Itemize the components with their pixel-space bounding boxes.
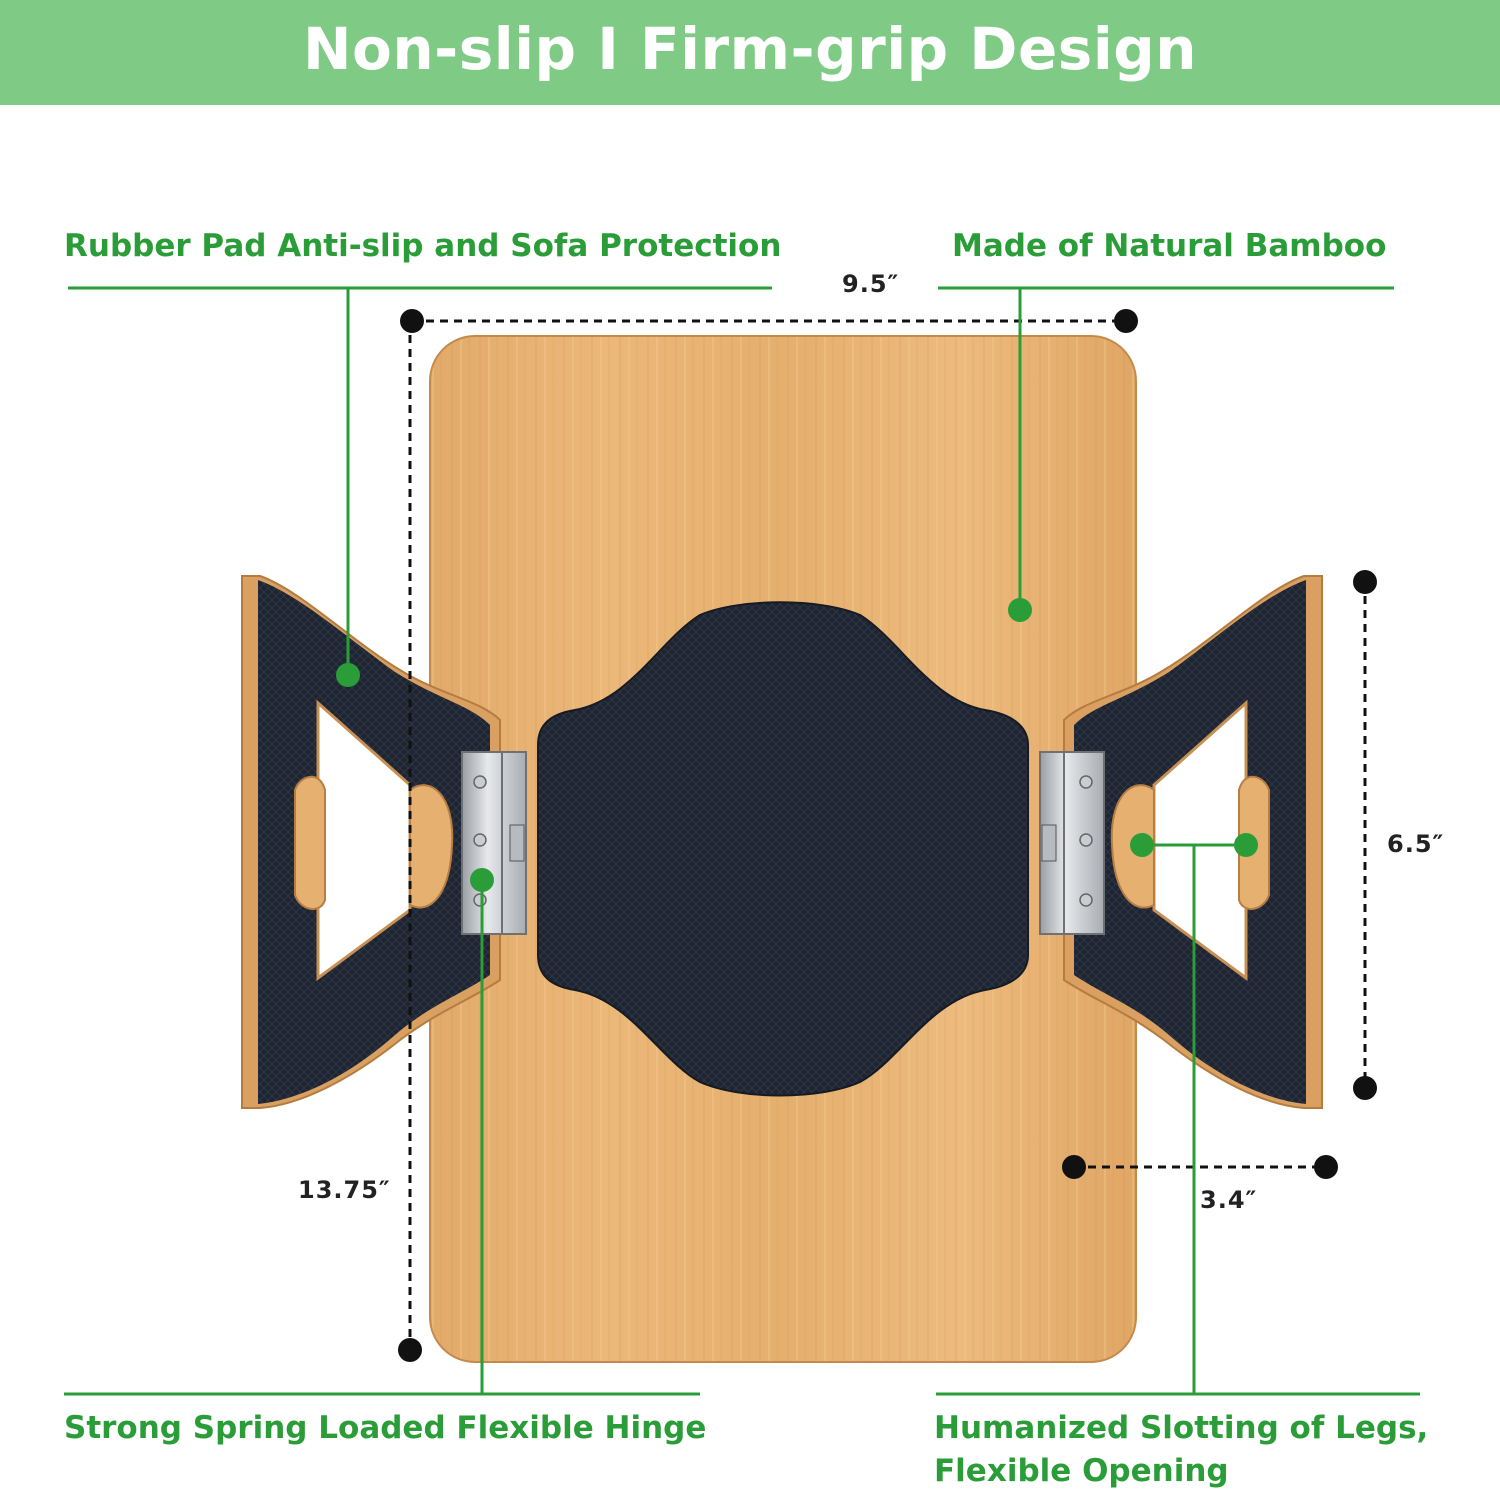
dimension-width-label: 9.5″ xyxy=(842,270,900,298)
dimension-endpoints xyxy=(398,309,1377,1362)
header-banner xyxy=(0,0,1500,105)
dimension-leg-height-label: 6.5″ xyxy=(1387,830,1445,858)
callout-dots xyxy=(336,598,1258,892)
left-hinge xyxy=(461,751,527,935)
left-leg xyxy=(241,575,501,1109)
callout-hinge: Strong Spring Loaded Flexible Hinge xyxy=(64,1410,707,1446)
right-leg xyxy=(1063,575,1323,1109)
right-hinge xyxy=(1039,751,1105,935)
callout-slotting-line2: Flexible Opening xyxy=(934,1453,1229,1489)
callout-rubber-pad: Rubber Pad Anti-slip and Sofa Protection xyxy=(64,228,782,264)
dimension-length-label: 13.75″ xyxy=(298,1176,391,1204)
dimension-leg-width-label: 3.4″ xyxy=(1200,1186,1258,1214)
page-title: Non-slip I Firm-grip Design xyxy=(302,15,1198,83)
dimension-lines xyxy=(408,319,1367,1350)
rubber-pad xyxy=(537,601,1029,1097)
callout-bamboo: Made of Natural Bamboo xyxy=(952,228,1387,264)
callout-slotting-line1: Humanized Slotting of Legs, xyxy=(934,1410,1429,1446)
callout-leaders xyxy=(64,286,1420,1396)
